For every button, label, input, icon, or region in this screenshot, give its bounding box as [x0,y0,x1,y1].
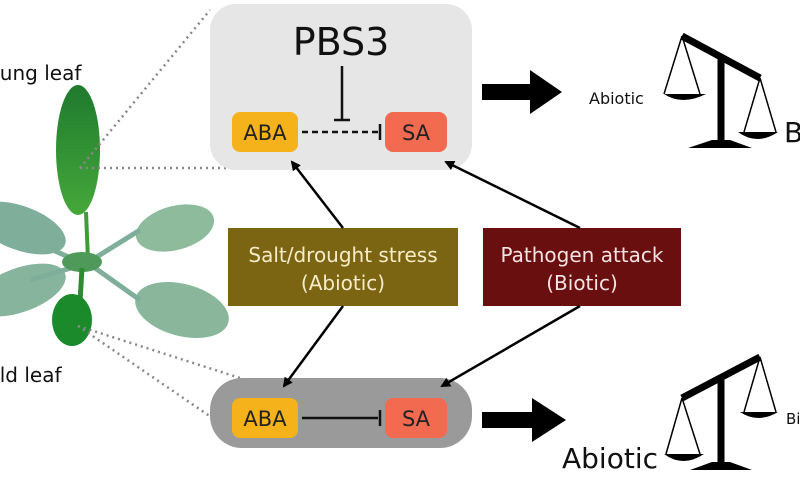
balance-scale-icon: Abiotic Biotic [589,32,800,149]
sa-label: SA [402,121,431,145]
sa-box [385,398,447,438]
old-leaf-panel: ABA SA [210,378,472,448]
abiotic-stress-title: Salt/drought stress [248,243,437,267]
abiotic-stress-type: (Abiotic) [301,271,385,295]
biotic-stress-type: (Biotic) [546,271,618,295]
sa-box [385,112,447,152]
balance-right-label: Biotic [784,116,800,149]
aba-label: ABA [243,121,287,145]
pbs3-label: PBS3 [293,20,390,64]
biotic-stress-title: Pathogen attack [501,243,664,267]
stress-arrows [282,160,581,388]
old-leaf [52,294,92,346]
leaf [135,204,215,252]
abiotic-stress-box: Salt/drought stress (Abiotic) [228,228,458,306]
young-leaf-panel: PBS3 ABA SA [210,4,472,170]
leaf [0,201,66,255]
arrow-right-icon [482,70,562,114]
pbs3-inhibition-line [334,66,350,122]
aba-sa-strong-inhibition [302,410,382,426]
aba-box [232,112,298,152]
arrow-right-icon [482,398,566,442]
balance-left-label: Abiotic [562,442,658,475]
balance-right-label: Biotic [786,410,800,428]
aba-label: ABA [243,407,287,431]
young-leaf-label: Young leaf [0,61,82,85]
plant-illustration: Young leaf Old leaf [0,61,229,387]
balance-left-label: Abiotic [589,89,644,108]
aba-box [232,398,298,438]
biotic-stress-box: Pathogen attack (Biotic) [483,228,681,306]
balance-scale-icon: Abiotic Biotic [562,353,800,475]
sa-label: SA [402,407,431,431]
leaf [135,281,229,339]
young-leaf [56,85,100,215]
leaf-connectors [77,9,248,432]
old-leaf-label: Old leaf [0,363,62,387]
